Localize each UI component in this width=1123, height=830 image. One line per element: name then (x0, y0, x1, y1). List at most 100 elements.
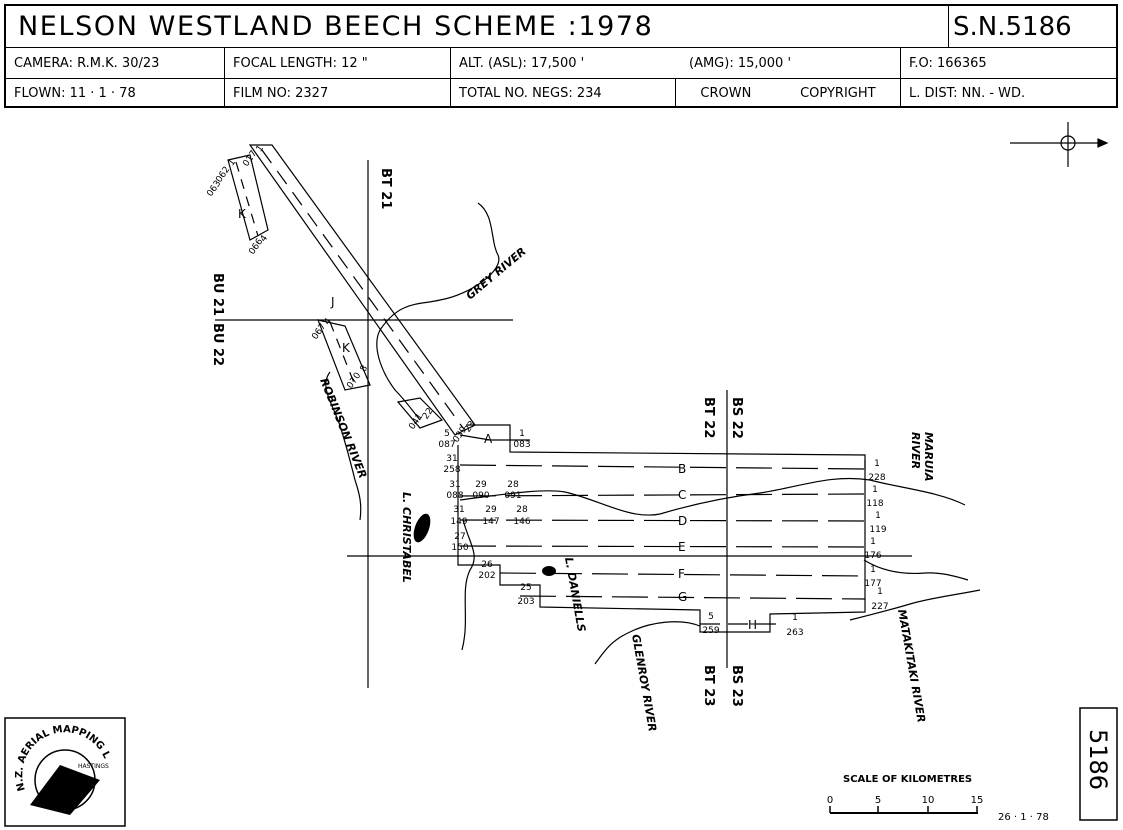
photo-c-start-bottom: 088 (446, 491, 463, 501)
lake-christabel-shape (413, 513, 431, 543)
photo-c-end-top: 1 (872, 485, 878, 495)
photo-a-end-bottom: 083 (513, 440, 530, 450)
photo-b-start-bottom: 258 (443, 465, 460, 475)
map-date: 26 · 1 · 78 (998, 812, 1049, 823)
photo-d-end-top: 1 (875, 511, 881, 521)
focal-length-field: FOCAL LENGTH: 12 " (225, 48, 451, 78)
photo-j-top-top: 1 (255, 144, 266, 154)
robinson-river-line (325, 371, 362, 521)
grey-river-label: GREY RIVER (464, 245, 529, 302)
strip-label-h: H (748, 618, 757, 632)
matakitaki-river-label: MATAKITAKI RIVER (895, 608, 928, 723)
crown-text: CROWN (700, 86, 752, 101)
glenroy-river-label: GLENROY RIVER (629, 633, 659, 732)
strip-label-d: D (678, 514, 687, 528)
lake-daniells-label: L. DANIELLS (562, 556, 588, 633)
grid-label-bt21: BT 21 (378, 168, 393, 209)
photo-c-mid1-top: 29 (475, 480, 487, 490)
grid-label-bt22: BT 22 (701, 397, 716, 438)
camera-field: CAMERA: R.M.K. 30/23 (6, 48, 225, 78)
fo-field: F.O: 166365 (909, 55, 987, 71)
photo-a-start-top: 5 (444, 429, 450, 439)
photo-e-end-top: 1 (870, 537, 876, 547)
nz-aerial-mapping-logo: N.Z. AERIAL MAPPING LTD HASTINGS (0, 110, 126, 827)
photo-c-end-bottom: 118 (866, 499, 883, 509)
lake-christabel-label: L. CHRISTABEL (400, 492, 413, 583)
maruia-river-label-1: MARUIA (922, 432, 935, 481)
strip-g-flight-line (519, 595, 866, 600)
photo-c-mid2-top: 28 (507, 480, 519, 490)
glenroy-river-line (594, 621, 701, 665)
photo-g-start-bottom: 203 (517, 597, 534, 607)
strip-c-flight-line (459, 493, 866, 497)
photo-d-start-top: 31 (453, 505, 464, 515)
photo-b-end-top: 1 (874, 459, 880, 469)
photo-d-mid1-bottom: 147 (482, 517, 499, 527)
strip-k1-outline (227, 154, 269, 241)
header-row-title: NELSON WESTLAND BEECH SCHEME :1978 S.N.5… (6, 6, 1116, 48)
scale-bar: SCALE OF KILOMETRES 0 5 10 15 26 · 1 · 7… (827, 774, 1049, 823)
strip-k2-flight-line (329, 321, 357, 389)
flown-field: FLOWN: 11 · 1 · 78 (6, 79, 225, 108)
strip-d-flight-line (459, 519, 866, 522)
photo-f-start-bottom: 202 (478, 571, 495, 581)
photo-c-mid2-bottom: 091 (504, 491, 521, 501)
strip-label-e: E (678, 540, 686, 554)
strip-label-k2: K (342, 341, 351, 355)
scale-tick-0: 0 (827, 795, 833, 806)
photo-g-start-top: 25 (520, 583, 531, 593)
grid-label-bs22: BS 22 (729, 397, 744, 439)
strip-label-f: F (678, 567, 685, 581)
header-row-flight: FLOWN: 11 · 1 · 78 FILM NO: 2327 TOTAL N… (6, 79, 1116, 108)
christabel-outlet-line (461, 519, 475, 651)
film-number-field: FILM NO: 2327 (225, 79, 451, 108)
copyright-text: COPYRIGHT (800, 86, 876, 101)
strip-k2-outline (317, 319, 371, 391)
logo-text: N.Z. AERIAL MAPPING LTD (0, 110, 112, 792)
photo-d-mid2-bottom: 146 (513, 517, 530, 527)
strip-a-flight-line (459, 434, 530, 441)
strip-f-flight-line (499, 572, 866, 577)
strip-label-g: G (678, 590, 687, 604)
photo-c-start-top: 31 (449, 480, 460, 490)
photo-b-end-bottom: 228 (868, 473, 885, 483)
sheet-header: NELSON WESTLAND BEECH SCHEME :1978 S.N.5… (4, 4, 1118, 108)
strip-j-outline (248, 144, 476, 436)
scheme-title: NELSON WESTLAND BEECH SCHEME :1978 (6, 6, 949, 47)
strip-j-flight-line (261, 149, 464, 429)
photo-a-start-bottom: 087 (438, 440, 455, 450)
photo-h-end-top: 1 (792, 613, 798, 623)
photo-a-end-top: 1 (519, 429, 525, 439)
photo-e-end-bottom: 176 (864, 551, 881, 561)
lake-daniells-shape (542, 566, 556, 576)
header-row-camera: CAMERA: R.M.K. 30/23 FOCAL LENGTH: 12 " … (6, 48, 1116, 79)
photo-b-start-top: 31 (446, 454, 457, 464)
photo-g-end-top: 1 (877, 587, 883, 597)
sheet-number: S.N.5186 (953, 11, 1072, 42)
photo-f-start-top: 26 (481, 560, 493, 570)
scale-tick-5: 5 (875, 795, 881, 806)
photo-k2-a-top: 4 (323, 316, 335, 327)
side-sheet-number: 5186 (1084, 729, 1112, 790)
grid-label-bu22: BU 22 (210, 323, 225, 366)
photo-j-top-bottom: 017 (241, 149, 259, 169)
photo-d-mid1-top: 29 (485, 505, 497, 515)
photo-g-end-bottom: 227 (871, 602, 888, 612)
maruia-river-label-2: RIVER (909, 432, 922, 469)
total-negatives-field: TOTAL NO. NEGS: 234 (451, 79, 676, 108)
grey-river-line (376, 202, 500, 421)
photo-c-mid1-bottom: 090 (472, 491, 489, 501)
photo-k2-b-top: 8 (359, 363, 371, 374)
photo-k2-b-bottom: 070 (345, 371, 363, 391)
photo-h-start-bottom: 259 (702, 626, 719, 636)
altitude-asl-field: ALT. (ASL): 17,500 ' (459, 55, 585, 71)
airplane-icon (30, 765, 100, 815)
photo-d-end-bottom: 119 (869, 525, 886, 535)
robinson-river-label: ROBINSON RIVER (317, 376, 369, 480)
altitude-amg-field: (AMG): 15,000 ' (681, 48, 901, 78)
matakitaki-river-line (849, 559, 981, 621)
strip-label-k1: K (238, 207, 247, 221)
strip-j-south-outline (396, 397, 444, 429)
photo-f-end-bottom: 177 (864, 579, 881, 589)
